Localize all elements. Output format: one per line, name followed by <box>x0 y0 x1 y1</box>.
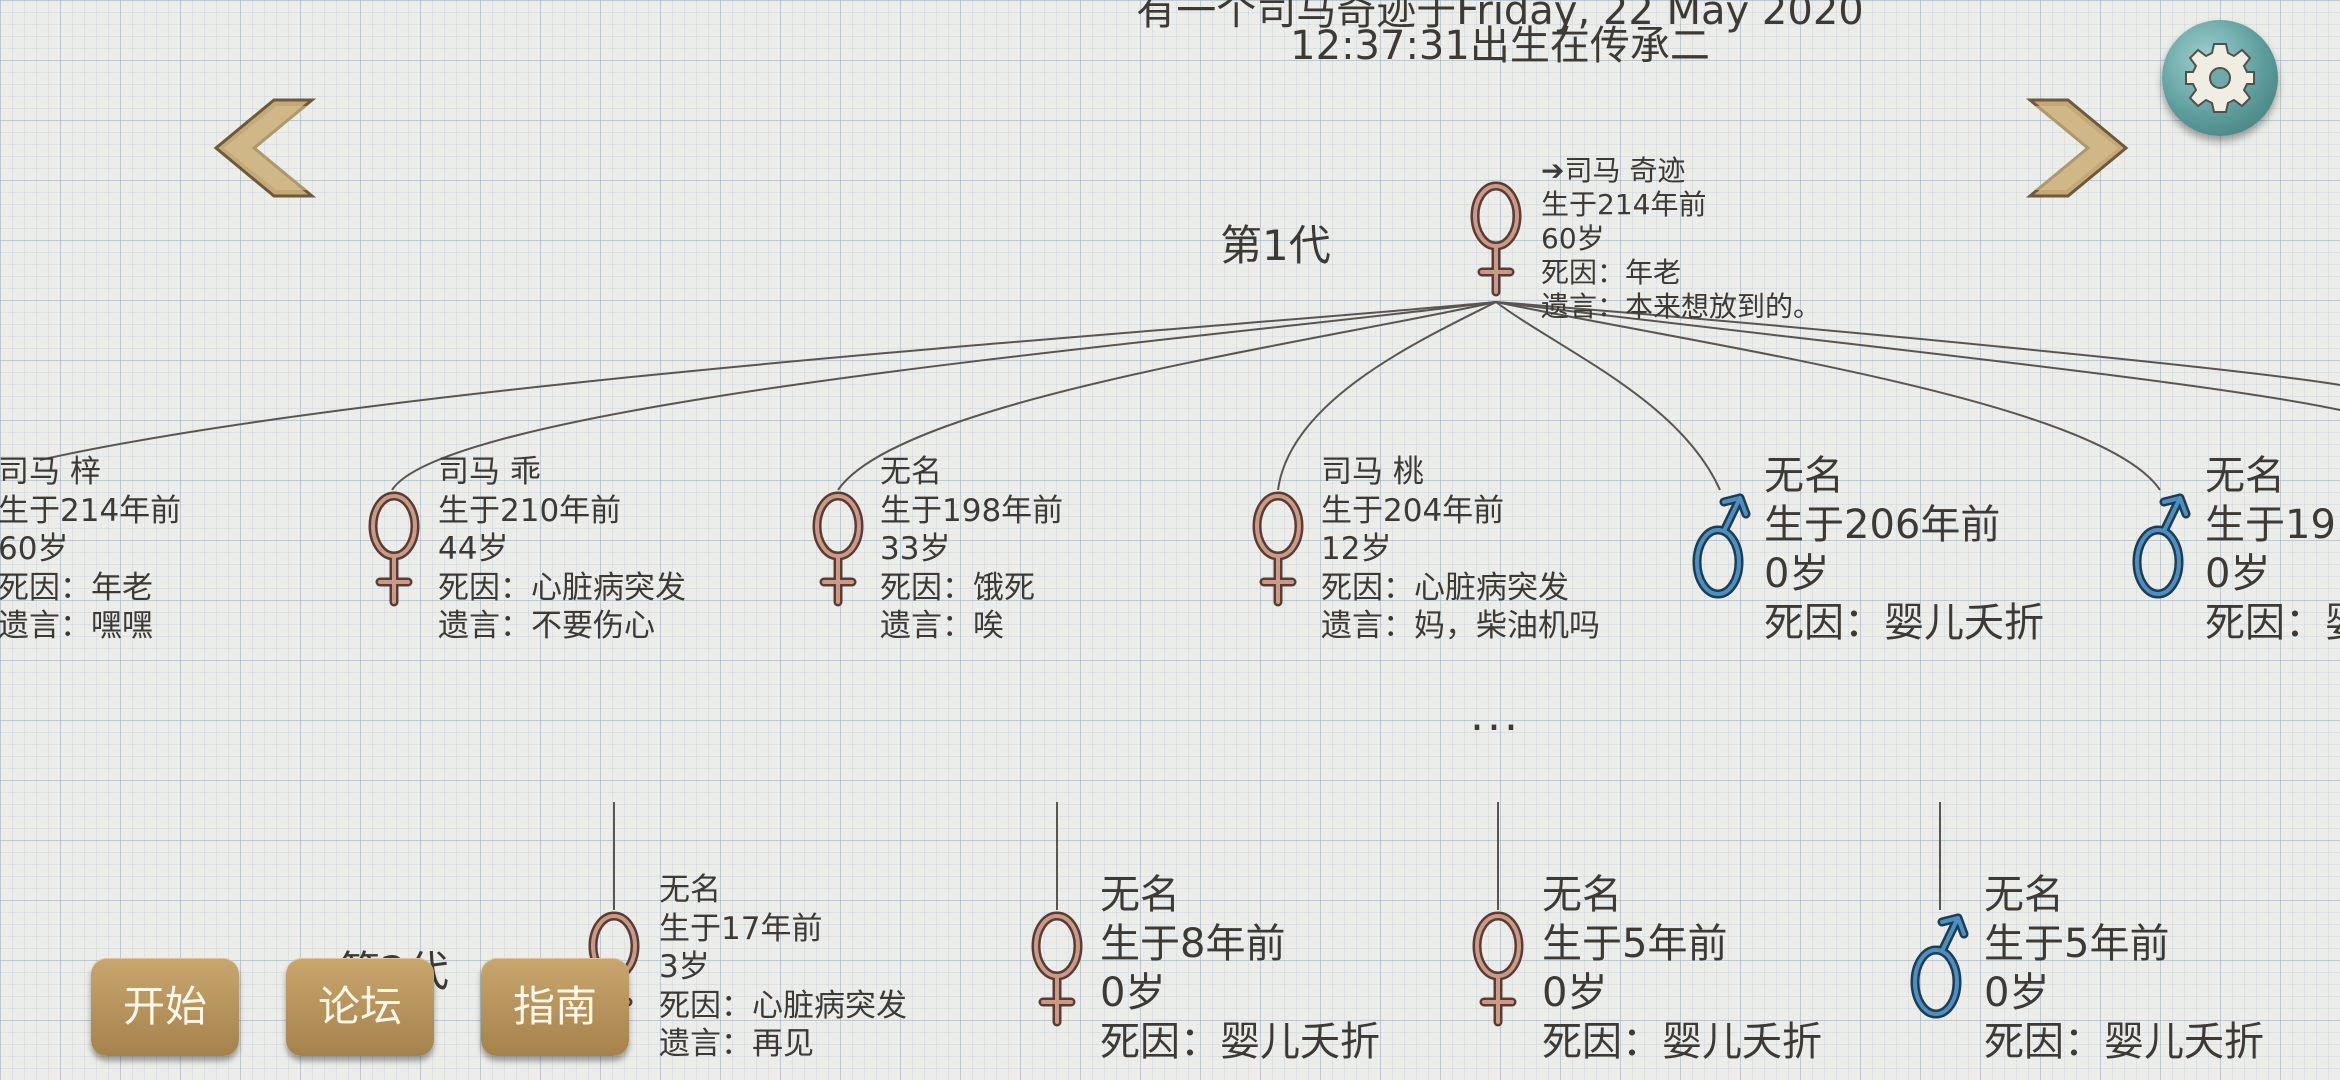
male-symbol-icon <box>2132 493 2191 599</box>
person-death-cause: 死因：年老 <box>1541 256 1682 289</box>
person-death-cause: 死因：心脏病突发 <box>659 987 907 1024</box>
tree-line-child-8 <box>1495 301 2340 386</box>
person-death-cause: 死因：心脏病突发 <box>1321 569 1569 606</box>
person-birth: 生于19 <box>2205 502 2336 548</box>
tree-line-child-5 <box>1495 301 1721 491</box>
person-name: 司马 乖 <box>438 454 541 490</box>
person-age: 12岁 <box>1321 531 1392 567</box>
person-death-cause: 死因：婴 <box>2205 600 2340 646</box>
person-name: 无名 <box>2205 453 2285 499</box>
person-child-4[interactable]: 司马 桃 生于204年前 12岁 死因：心脏病突发 遗言：妈，柴油机吗 <box>1321 453 1600 646</box>
generation-1-label: 第1代 <box>1220 221 1331 270</box>
person-age: 0岁 <box>1100 970 1166 1016</box>
person-birth: 生于206年前 <box>1764 502 2001 548</box>
chevron-left-icon[interactable] <box>212 96 318 200</box>
person-name: 无名 <box>659 872 721 908</box>
female-symbol-icon <box>368 491 420 607</box>
person-age: 0岁 <box>2205 551 2271 597</box>
person-birth: 生于214年前 <box>1541 188 1707 221</box>
female-symbol-icon <box>812 491 864 607</box>
person-death-cause: 死因：婴儿夭折 <box>1100 1019 1380 1065</box>
tree-line-child-7 <box>1495 301 2340 411</box>
header-birth-time: 12:37:31出生在传承二 <box>1290 23 1710 69</box>
person-birth: 生于210年前 <box>438 492 622 529</box>
more-ellipsis[interactable]: ... <box>1470 690 1521 741</box>
gear-icon <box>2185 43 2255 113</box>
person-name: 无名 <box>1542 872 1622 918</box>
tree-line-child-4 <box>1277 301 1497 491</box>
person-gen2-3[interactable]: 无名 生于5年前 0岁 死因：婴儿夭折 <box>1542 871 1822 1067</box>
person-age: 0岁 <box>1984 970 2050 1016</box>
person-last-words: 遗言：再见 <box>659 1026 814 1062</box>
settings-button[interactable] <box>2162 20 2278 136</box>
person-birth: 生于198年前 <box>880 492 1064 529</box>
person-death-cause: 死因：心脏病突发 <box>438 569 686 606</box>
person-birth: 生于214年前 <box>0 492 182 529</box>
start-button[interactable]: 开始 <box>91 958 239 1056</box>
person-birth: 生于204年前 <box>1321 492 1505 529</box>
person-birth: 生于5年前 <box>1542 921 1728 967</box>
person-child-3[interactable]: 无名 生于198年前 33岁 死因：饿死 遗言：唉 <box>880 453 1063 646</box>
person-name: ➔司马 奇迹 <box>1541 154 1686 187</box>
person-age: 0岁 <box>1764 551 1830 597</box>
tree-line-child-3 <box>837 301 1497 491</box>
person-last-words: 遗言：本来想放到的。 <box>1541 290 1822 323</box>
chevron-right-icon[interactable] <box>2024 96 2130 200</box>
person-death-cause: 死因：婴儿夭折 <box>1764 600 2044 646</box>
male-symbol-icon <box>1910 913 1969 1019</box>
person-child-2[interactable]: 司马 乖 生于210年前 44岁 死因：心脏病突发 遗言：不要伤心 <box>438 453 686 646</box>
person-death-cause: 死因：年老 <box>0 569 153 606</box>
female-symbol-icon <box>1472 911 1524 1027</box>
person-birth: 生于17年前 <box>659 910 823 947</box>
tree-line-child-2 <box>391 301 1497 491</box>
person-name: 司马 桃 <box>1321 454 1424 490</box>
person-name: 无名 <box>1764 453 1844 499</box>
person-birth: 生于5年前 <box>1984 921 2170 967</box>
person-age: 44岁 <box>438 531 509 567</box>
person-age: 0岁 <box>1542 970 1608 1016</box>
tree-line-child-6 <box>1495 301 2161 491</box>
forum-button[interactable]: 论坛 <box>286 958 434 1056</box>
person-gen2-4[interactable]: 无名 生于5年前 0岁 死因：婴儿夭折 <box>1984 871 2264 1067</box>
guide-button[interactable]: 指南 <box>481 958 629 1056</box>
person-death-cause: 死因：婴儿夭折 <box>1984 1019 2264 1065</box>
person-child-6[interactable]: 无名 生于19 0岁 死因：婴 <box>2205 452 2340 648</box>
person-last-words: 遗言：唉 <box>880 608 1004 644</box>
person-name: 无名 <box>1984 872 2064 918</box>
person-name: 无名 <box>1100 872 1180 918</box>
person-age: 60岁 <box>1541 222 1605 255</box>
person-birth: 生于8年前 <box>1100 921 1286 967</box>
person-death-cause: 死因：饿死 <box>880 569 1035 606</box>
person-last-words: 遗言：不要伤心 <box>438 608 655 644</box>
person-age: 3岁 <box>659 949 710 985</box>
person-gen2-1[interactable]: 无名 生于17年前 3岁 死因：心脏病突发 遗言：再见 <box>659 871 907 1064</box>
female-symbol-icon <box>1470 181 1522 297</box>
person-age: 33岁 <box>880 531 951 567</box>
person-last-words: 遗言：妈，柴油机吗 <box>1321 608 1600 644</box>
person-age: 60岁 <box>0 531 69 567</box>
female-symbol-icon <box>1031 911 1083 1027</box>
person-child-5[interactable]: 无名 生于206年前 0岁 死因：婴儿夭折 <box>1764 452 2044 648</box>
person-last-words: 遗言：嘿嘿 <box>0 608 153 644</box>
female-symbol-icon <box>1252 491 1304 607</box>
person-root[interactable]: ➔司马 奇迹 生于214年前 60岁 死因：年老 遗言：本来想放到的。 <box>1541 154 1821 324</box>
tree-line-child-1 <box>39 301 1497 461</box>
person-child-1[interactable]: 司马 梓 生于214年前 60岁 死因：年老 遗言：嘿嘿 <box>0 453 181 646</box>
header-birth-line: 有一个司马奇迹于Friday, 22 May 2020 <box>1136 0 1864 34</box>
person-name: 司马 梓 <box>0 454 101 490</box>
person-death-cause: 死因：婴儿夭折 <box>1542 1019 1822 1065</box>
male-symbol-icon <box>1692 493 1751 599</box>
person-gen2-2[interactable]: 无名 生于8年前 0岁 死因：婴儿夭折 <box>1100 871 1380 1067</box>
person-name: 无名 <box>880 454 942 490</box>
